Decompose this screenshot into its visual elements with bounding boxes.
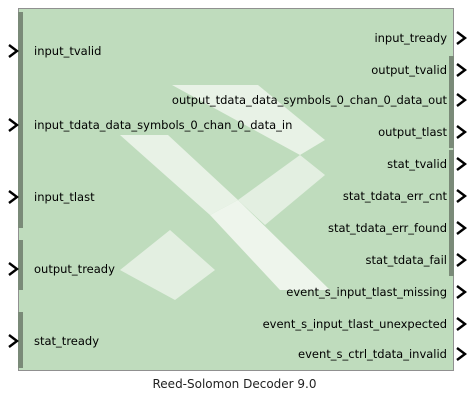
port-arrow-icon xyxy=(8,334,19,348)
port-arrow-icon xyxy=(456,285,467,299)
left-interface-bar-output xyxy=(18,240,23,290)
left-interface-bar-input xyxy=(18,12,23,228)
port-arrow-icon xyxy=(456,189,467,203)
port-label: stat_tready xyxy=(34,334,100,348)
port-arrow-icon xyxy=(456,221,467,235)
port-label: stat_tvalid xyxy=(387,157,447,171)
port-label: stat_tdata_err_found xyxy=(327,221,447,235)
port-arrow-icon xyxy=(456,347,467,361)
port-arrow-icon xyxy=(456,157,467,171)
port-arrow-icon xyxy=(8,118,19,132)
port-label: input_tvalid xyxy=(34,44,102,58)
port-label: input_tdata_data_symbols_0_chan_0_data_i… xyxy=(34,118,293,132)
port-label: event_s_ctrl_tdata_invalid xyxy=(298,347,447,361)
port-label: output_tready xyxy=(34,262,115,276)
port-arrow-icon xyxy=(8,262,19,276)
port-label: output_tdata_data_symbols_0_chan_0_data_… xyxy=(171,93,447,107)
left-interface-bar-stat xyxy=(18,312,23,368)
port-label: output_tlast xyxy=(378,125,447,139)
port-label: output_tvalid xyxy=(371,63,447,77)
port-arrow-icon xyxy=(456,317,467,331)
port-arrow-icon xyxy=(456,93,467,107)
port-label: input_tlast xyxy=(34,190,95,204)
right-interface-bar-stat xyxy=(449,150,454,276)
port-label: stat_tdata_fail xyxy=(365,253,447,267)
port-label: stat_tdata_err_cnt xyxy=(342,189,447,203)
port-arrow-icon xyxy=(456,125,467,139)
port-arrow-icon xyxy=(8,44,19,58)
port-label: input_tready xyxy=(374,31,447,45)
right-interface-bar-output xyxy=(449,56,454,148)
port-arrow-icon xyxy=(456,253,467,267)
port-arrow-icon xyxy=(456,31,467,45)
port-arrow-icon xyxy=(456,63,467,77)
block-title: Reed-Solomon Decoder 9.0 xyxy=(152,377,317,391)
port-label: event_s_input_tlast_missing xyxy=(286,285,447,299)
port-arrow-icon xyxy=(8,190,19,204)
port-label: event_s_input_tlast_unexpected xyxy=(262,317,447,331)
